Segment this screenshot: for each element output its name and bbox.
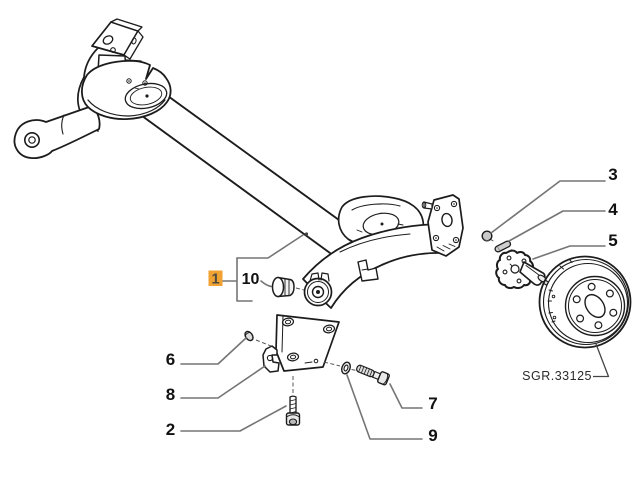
reference-group: SGR.33125: [522, 343, 610, 383]
right-trailing-arm-drawing: [302, 223, 447, 309]
callout-1-group: 1 10: [208, 234, 304, 302]
leader-line-9: [346, 374, 423, 440]
brake-drum-drawing: [538, 255, 632, 349]
callout-8[interactable]: 8: [166, 385, 175, 404]
leader-line-6: [180, 337, 247, 365]
beam-weld-dot: [304, 232, 309, 236]
leader-line-8: [180, 365, 266, 399]
callout-6[interactable]: 6: [166, 350, 175, 369]
cap-part-3-drawing: [481, 230, 493, 242]
axle-beam-drawing: [122, 82, 351, 254]
cap-part-6-drawing: [244, 330, 254, 342]
leader-line-3: [490, 180, 606, 234]
leader-line-2: [180, 405, 287, 432]
bolt-part-7-drawing: [356, 364, 390, 386]
callout-3[interactable]: 3: [608, 165, 617, 184]
leader-line-5: [532, 245, 606, 260]
leader-line-10: [260, 280, 273, 288]
leader-line-7: [389, 383, 423, 409]
callout-1-highlight[interactable]: [208, 270, 223, 287]
callout-5[interactable]: 5: [608, 231, 617, 250]
left-spring-seat-drawing: [80, 60, 172, 120]
callout-1[interactable]: 1: [211, 272, 219, 288]
support-plate-drawing: [275, 314, 340, 372]
bracket-part-8-drawing: [262, 345, 280, 373]
right-mount-bracket-drawing: [421, 194, 464, 257]
callout-10[interactable]: 10: [242, 271, 260, 288]
callout-2[interactable]: 2: [166, 420, 175, 439]
callout-9[interactable]: 9: [428, 426, 437, 445]
bushing-part-10-drawing: [271, 276, 305, 298]
leader-line-1: [236, 234, 304, 259]
leader-line-4: [508, 210, 606, 242]
pin-part-4-drawing: [494, 240, 512, 253]
bolt-part-2-drawing: [285, 395, 301, 426]
callout-4[interactable]: 4: [608, 200, 618, 219]
reference-code: SGR.33125: [522, 369, 592, 383]
callout-7[interactable]: 7: [428, 394, 437, 413]
leader-line-reference: [593, 343, 610, 378]
washer-part-9-drawing: [341, 361, 351, 375]
callout-leaders: [180, 180, 606, 440]
right-bushing-eye-drawing: [303, 272, 333, 307]
